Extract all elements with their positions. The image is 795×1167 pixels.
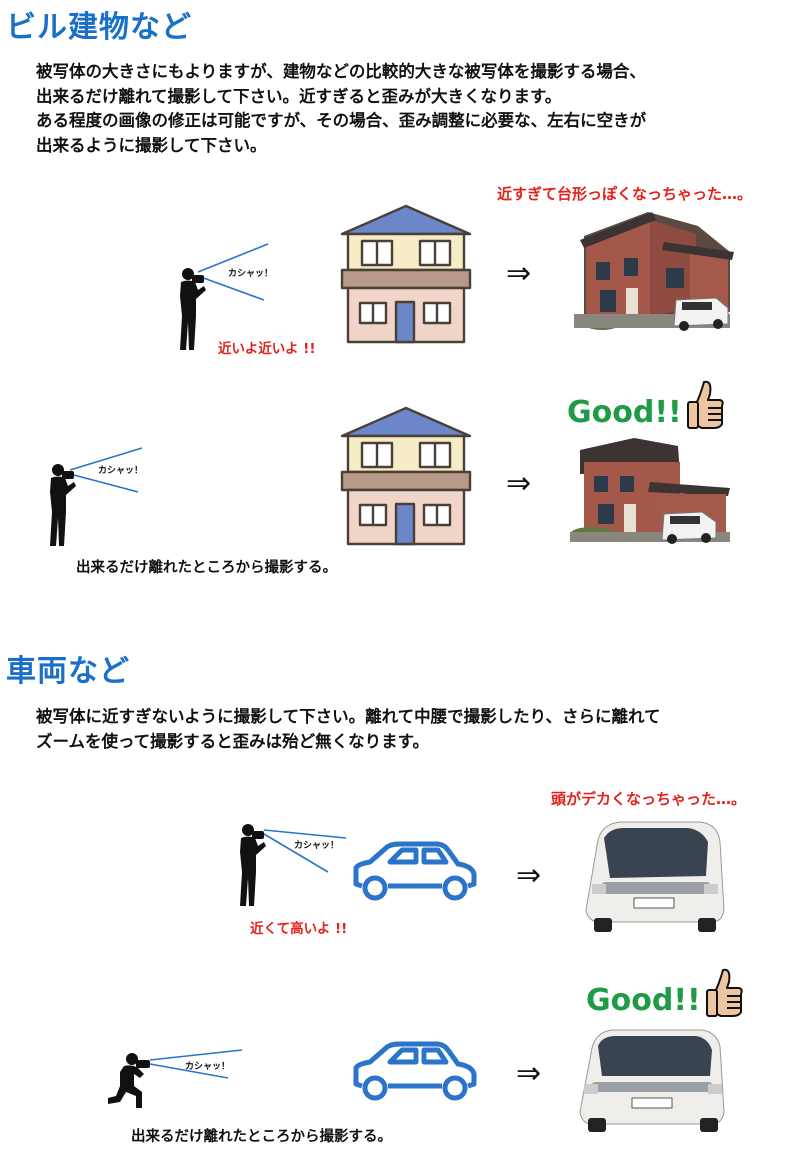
vehicle-intro: 被写体に近すぎないように撮影して下さい。離れて中腰で撮影したり、さらに離れて ズ… bbox=[36, 705, 776, 754]
car-outline-icon bbox=[353, 841, 477, 901]
building-intro: 被写体の大きさにもよりますが、建物などの比較的大きな被写体を撮影する場合、 出来… bbox=[36, 60, 776, 158]
shutter-sound: カシャッ！ bbox=[294, 841, 340, 851]
arrow: ⇒ bbox=[506, 256, 532, 291]
thumbs-up-icon bbox=[706, 968, 743, 1017]
correct-house-photo bbox=[570, 438, 730, 544]
car-outline-icon bbox=[353, 1041, 477, 1101]
photographer-standing-icon bbox=[240, 824, 266, 906]
far-caption: 出来るだけ離れたところから撮影する。 bbox=[76, 560, 337, 576]
shutter-sound: カシャッ！ bbox=[185, 1062, 231, 1072]
house-illustration-icon bbox=[340, 204, 472, 344]
building-intro-line: 出来るように撮影して下さい。 bbox=[36, 135, 267, 155]
section-heading-vehicle: 車両など bbox=[6, 654, 130, 689]
far-caption: 出来るだけ離れたところから撮影する。 bbox=[131, 1129, 392, 1145]
distorted-car-photo bbox=[585, 821, 725, 932]
correct-car-photo bbox=[579, 1029, 725, 1132]
vehicle-bad-comment: 頭がデカくなっちゃった…。 bbox=[551, 790, 747, 808]
arrow: ⇒ bbox=[516, 858, 542, 893]
photographer-standing-icon bbox=[50, 464, 76, 546]
arrow: ⇒ bbox=[516, 1056, 542, 1091]
photographer-crouching-icon bbox=[108, 1053, 150, 1108]
building-bad-comment: 近すぎて台形っぽくなっちゃった…。 bbox=[497, 185, 753, 203]
arrow: ⇒ bbox=[506, 466, 532, 501]
near-shout: 近くて高いよ !! bbox=[250, 921, 348, 937]
shutter-sound: カシャッ！ bbox=[228, 269, 274, 279]
vehicle-intro-line: 被写体に近すぎないように撮影して下さい。離れて中腰で撮影したり、さらに離れて bbox=[36, 707, 661, 726]
view-lines-icon bbox=[149, 1049, 243, 1079]
near-shout: 近いよ近いよ !! bbox=[218, 341, 316, 357]
good-label: Good!! bbox=[567, 395, 682, 430]
house-illustration-icon bbox=[340, 406, 472, 546]
building-intro-line: ある程度の画像の修正は可能ですが、その場合、歪み調整に必要な、左右に空きが bbox=[36, 111, 647, 130]
vehicle-intro-line: ズームを使って撮影すると歪みは殆ど無くなります。 bbox=[36, 731, 430, 751]
photographer-standing-icon bbox=[180, 268, 206, 350]
thumbs-up-icon bbox=[687, 380, 724, 429]
good-label: Good!! bbox=[586, 983, 701, 1018]
building-intro-line: 被写体の大きさにもよりますが、建物などの比較的大きな被写体を撮影する場合、 bbox=[36, 62, 646, 81]
shutter-sound: カシャッ！ bbox=[98, 466, 144, 476]
view-lines-icon bbox=[263, 829, 347, 873]
building-intro-line: 出来るだけ離れて撮影して下さい。近すぎると歪みが大きくなります。 bbox=[36, 86, 562, 106]
distorted-house-photo bbox=[574, 212, 734, 331]
view-lines-icon bbox=[69, 447, 143, 493]
view-lines-icon bbox=[197, 243, 269, 301]
section-heading-building: ビル建物など bbox=[6, 10, 192, 45]
